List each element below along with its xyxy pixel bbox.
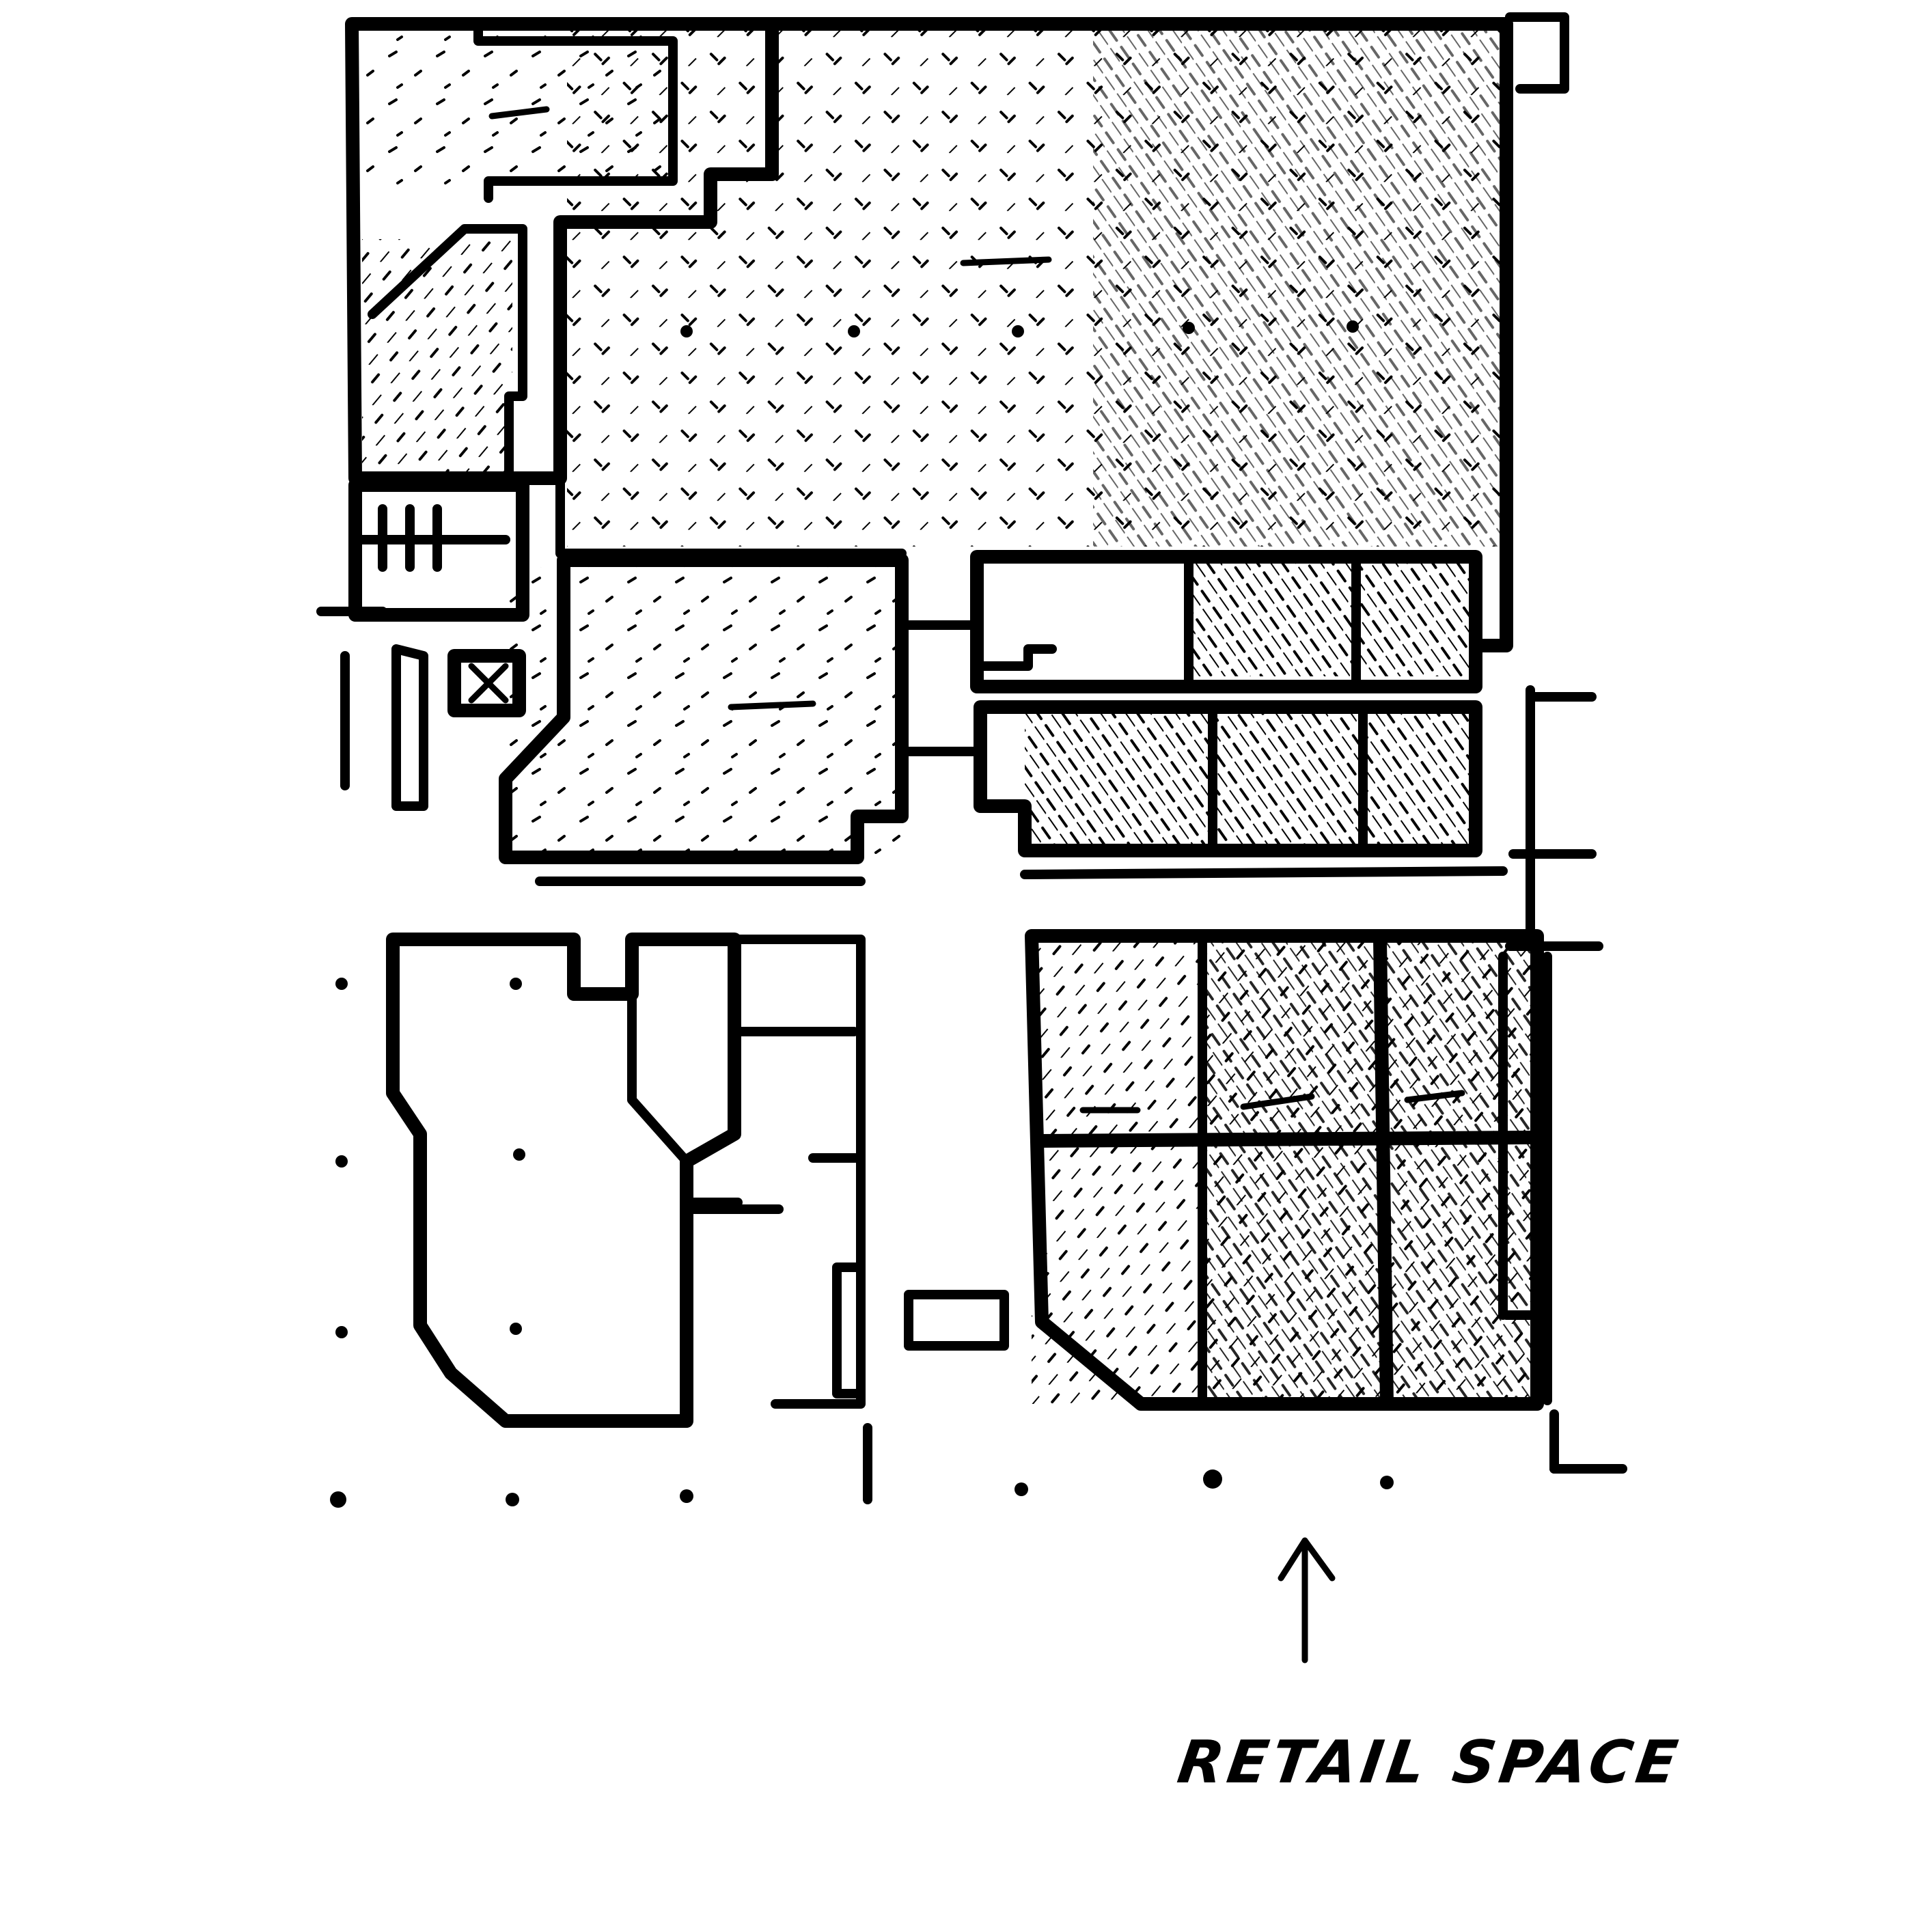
callout-label: RETAIL SPACE [1173, 1728, 1686, 1797]
unit-row-lower [974, 700, 1508, 879]
callout-arrow [1278, 1537, 1336, 1664]
warehouse-hall [555, 12, 1569, 652]
unit-lower-left [386, 933, 1009, 1428]
unit-row-upper [970, 550, 1482, 693]
retail-space [1025, 929, 1545, 1411]
stair-core [316, 478, 529, 811]
unit-middle-left [499, 553, 982, 886]
perimeter-columns [330, 978, 1627, 1508]
